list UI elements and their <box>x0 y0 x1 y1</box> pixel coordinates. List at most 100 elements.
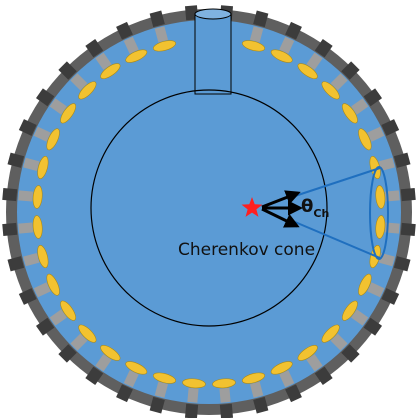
pmt <box>46 128 60 151</box>
cone-edge-lower <box>294 221 381 259</box>
pmt-base <box>249 26 264 43</box>
pmt-base <box>219 387 231 403</box>
pmt-ring <box>2 5 416 418</box>
pmt <box>78 324 97 343</box>
pmt <box>342 103 358 124</box>
theta-symbol: θ <box>301 196 313 217</box>
pmt <box>321 324 340 343</box>
pmt-base <box>187 387 199 403</box>
theta-subscript: Ch <box>313 207 329 220</box>
pmt <box>212 378 236 389</box>
chimney-opening <box>194 8 232 20</box>
chimney <box>194 8 232 95</box>
pmt <box>375 185 386 209</box>
cone-base-ellipse <box>369 166 389 260</box>
wall-notch <box>2 187 18 202</box>
pmt <box>270 361 293 375</box>
wall-notch <box>116 21 133 40</box>
pmt-base <box>49 309 67 326</box>
wall-notch <box>363 88 383 107</box>
pmt-base <box>249 381 264 398</box>
pmt-base <box>18 222 34 234</box>
cherenkov-cone <box>294 166 389 260</box>
pmt <box>321 81 340 100</box>
pmt-base <box>23 157 40 172</box>
wall-notch <box>253 10 269 28</box>
wall-notch <box>400 222 416 237</box>
wall-notch <box>219 403 234 418</box>
pmt-base <box>330 333 348 351</box>
wall-notch <box>7 152 25 168</box>
pmt <box>297 345 318 361</box>
pmt-base <box>154 26 169 43</box>
wall-notch <box>363 317 383 336</box>
pmt-base <box>123 370 139 388</box>
chimney-tube <box>194 13 232 95</box>
pmt-base <box>33 282 51 298</box>
wall-notch <box>341 61 360 80</box>
star-icon <box>241 197 263 217</box>
pmt <box>297 63 318 79</box>
wall-notch <box>149 10 165 28</box>
cherenkov-cone-label: Cherenkov cone <box>178 240 315 260</box>
theta-label: θCh <box>301 196 329 220</box>
pmt <box>342 300 358 321</box>
wall-notch <box>35 317 55 336</box>
pmt <box>32 185 43 209</box>
pmt <box>37 245 49 268</box>
wall-notch <box>116 384 133 403</box>
wall-notch <box>35 88 55 107</box>
pmt-base <box>23 252 40 267</box>
wall-notch <box>381 119 400 136</box>
pmt <box>100 63 121 79</box>
pmt-base <box>279 36 295 54</box>
pmt <box>100 345 121 361</box>
wall-notch <box>314 366 333 386</box>
wall-notch <box>2 222 18 237</box>
pmt <box>125 361 148 375</box>
pmt-base <box>33 126 51 142</box>
pmt-base <box>351 309 369 326</box>
pmt <box>358 273 372 296</box>
pmt-base <box>18 190 34 202</box>
wall-notch <box>400 187 416 202</box>
cone-edge-upper <box>294 167 381 197</box>
pmt-base <box>70 73 88 91</box>
pmt <box>375 215 386 239</box>
wall-notch <box>18 288 37 305</box>
wall-notch <box>85 366 104 386</box>
pmt-base <box>95 354 112 372</box>
arrow-icons <box>261 190 303 228</box>
water-volume <box>17 20 401 404</box>
wall-notch <box>341 344 360 363</box>
pmt-base <box>351 98 369 115</box>
pmt-base <box>367 126 385 142</box>
pmt <box>182 378 206 389</box>
pmt <box>153 372 176 384</box>
pmt <box>242 40 265 52</box>
pmt-base <box>95 52 112 70</box>
pmt-base <box>384 190 400 202</box>
wall-notch <box>393 152 411 168</box>
wall-notch <box>253 396 269 414</box>
inner-volume-circle <box>90 89 328 327</box>
pmt <box>60 300 76 321</box>
pmt <box>37 156 49 179</box>
wall-notch <box>149 396 165 414</box>
wall-notch <box>393 256 411 272</box>
pmt <box>32 215 43 239</box>
pmt <box>46 273 60 296</box>
wall-notch <box>285 384 302 403</box>
arrow-upper-icon <box>261 190 301 209</box>
pmt <box>60 103 76 124</box>
wall-notch <box>58 61 77 80</box>
pmt <box>125 49 148 63</box>
wall-notch <box>314 38 333 58</box>
wall-notch <box>184 403 199 418</box>
wall-notch <box>58 344 77 363</box>
pmt <box>358 128 372 151</box>
pmt-base <box>330 73 348 91</box>
pmt-base <box>70 333 88 351</box>
